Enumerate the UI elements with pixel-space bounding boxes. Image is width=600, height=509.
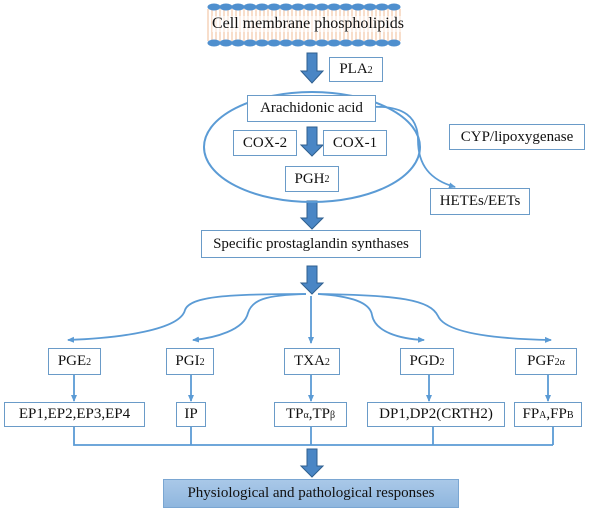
receptor-label: IP (184, 406, 198, 422)
hetes-eets-label: HETEs/EETs (439, 193, 521, 209)
cyp-lipoxygenase-box: CYP/lipoxygenase (449, 124, 585, 150)
lipid-head (303, 39, 317, 47)
lipid-head (363, 39, 377, 47)
lipid-head (363, 3, 377, 11)
lipid-head (267, 39, 281, 47)
branch-to-pgi2 (192, 293, 307, 343)
lipid-head (303, 3, 317, 11)
membrane-label: Cell membrane phospholipids (212, 15, 404, 32)
receptor-sub: α (303, 409, 309, 421)
lipid-head (243, 39, 257, 47)
lipid-head (219, 3, 233, 11)
lipid-head (219, 39, 233, 47)
prostanoid-main: TXA (294, 353, 325, 369)
lipid-head (255, 3, 269, 11)
lipid-head (387, 3, 401, 11)
outcome-label: Physiological and pathological responses (187, 485, 435, 501)
lipid-head (291, 39, 305, 47)
receptor-main: ,FP (546, 406, 567, 422)
lipid-head (315, 3, 329, 11)
block-arrow-pgh2-to-synthases (299, 200, 325, 230)
lipid-head (291, 3, 305, 11)
lipid-head (267, 3, 281, 11)
branch-to-pgd2 (317, 293, 425, 343)
receptor-main: ,TP (308, 406, 330, 422)
lipid-head (387, 39, 401, 47)
receptor-box-ip: IP (176, 402, 206, 427)
outcome-box: Physiological and pathological responses (163, 479, 459, 508)
synthases-label: Specific prostaglandin synthases (213, 235, 409, 252)
arachidonic-acid-box: Arachidonic acid (247, 95, 376, 122)
lipid-head (255, 39, 269, 47)
cell-compartment-ellipse (203, 91, 421, 203)
pgh2-main: PGH (294, 170, 325, 187)
pgh2-sub: 2 (324, 174, 330, 185)
prostanoid-sub: 2 (439, 356, 445, 368)
prostanoid-sub: 2 (324, 356, 330, 368)
prostanoid-sub: 2 (199, 356, 205, 368)
branch-to-pgf2a (317, 293, 552, 343)
receptor-sub: β (329, 409, 336, 421)
lipid-head (207, 3, 221, 11)
cox1-box: COX-1 (323, 130, 387, 156)
pla2-main: PLA (339, 61, 368, 77)
receptor-box-ep: EP1,EP2,EP3,EP4 (4, 402, 145, 427)
block-arrow-to-responses (299, 448, 325, 478)
cox1-label: COX-1 (332, 134, 378, 151)
block-arrow-membrane-to-aa (299, 52, 325, 84)
lipid-head (339, 3, 353, 11)
lipid-head (231, 3, 245, 11)
prostanoid-sub: 2α (554, 356, 565, 368)
branch-to-pge2 (67, 293, 307, 343)
lipid-head (339, 39, 353, 47)
cyp-lipoxygenase-label: CYP/lipoxygenase (460, 128, 574, 145)
lipid-head (279, 3, 293, 11)
receptor-sub: A (539, 409, 547, 421)
block-arrow-synthases-to-prostanoids (299, 265, 325, 295)
lipid-head (315, 39, 329, 47)
cox2-box: COX-2 (233, 130, 297, 156)
pla2-sub: 2 (367, 64, 373, 76)
receptor-main: FP (522, 406, 540, 422)
arrow-aa-to-hetes (369, 105, 456, 189)
prostanoid-main: PGI (175, 353, 200, 369)
hetes-eets-box: HETEs/EETs (430, 188, 530, 215)
lipid-head (279, 39, 293, 47)
lipid-head (207, 39, 221, 47)
receptor-label: DP1,DP2(CRTH2) (379, 406, 493, 422)
lipid-head (327, 3, 341, 11)
prostanoid-sub: 2 (86, 356, 92, 368)
prostanoid-main: PGF (527, 353, 555, 369)
receptor-main: TP (285, 406, 304, 422)
arachidonic-acid-label: Arachidonic acid (260, 100, 363, 116)
lipid-head (351, 39, 365, 47)
prostanoid-main: PGE (57, 353, 87, 369)
lipid-head (327, 39, 341, 47)
block-arrow-aa-to-pgh2 (299, 126, 325, 157)
receptor-box-dp: DP1,DP2(CRTH2) (367, 402, 505, 427)
lipid-head (375, 3, 389, 11)
receptor-merge-bracket (73, 426, 554, 446)
synthases-box: Specific prostaglandin synthases (201, 230, 421, 258)
lipid-head (243, 3, 257, 11)
receptor-label: EP1,EP2,EP3,EP4 (18, 406, 131, 422)
lipid-head (375, 39, 389, 47)
prostanoid-main: PGD (409, 353, 440, 369)
lipid-head (231, 39, 245, 47)
receptor-sub: B (566, 409, 574, 421)
cox2-label: COX-2 (242, 134, 288, 151)
lipid-head (351, 3, 365, 11)
